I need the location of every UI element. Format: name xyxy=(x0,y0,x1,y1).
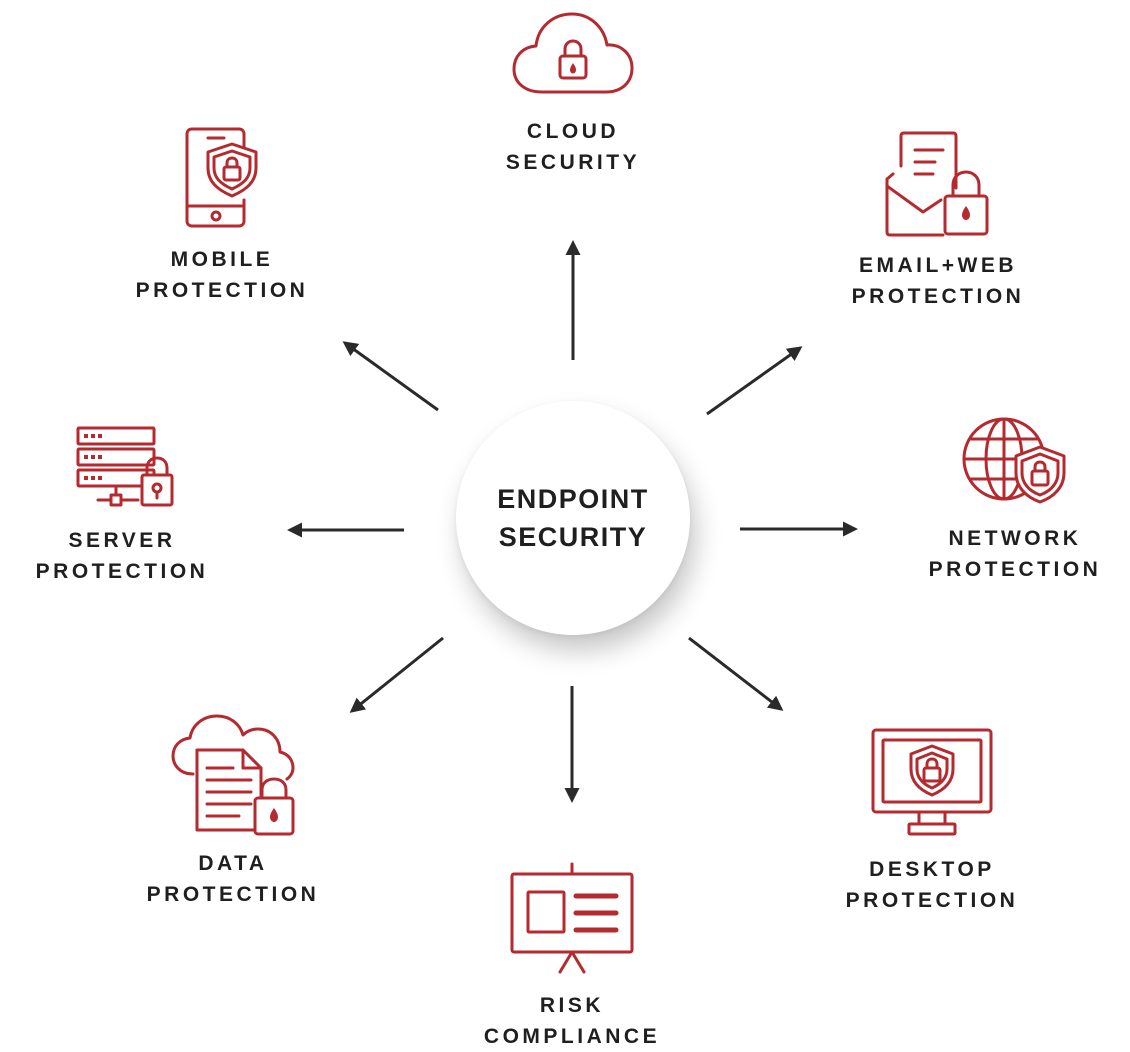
presentation-board-icon xyxy=(510,862,634,974)
arrow-to-mobile xyxy=(342,341,439,412)
email-lock-icon xyxy=(885,131,989,237)
node-label: NETWORK PROTECTION xyxy=(928,527,1102,581)
node-mobile-protection: MOBILE PROTECTION xyxy=(112,126,332,306)
center-hub: ENDPOINT SECURITY xyxy=(456,401,690,635)
arrow-to-data xyxy=(349,636,444,713)
phone-shield-icon xyxy=(185,127,258,228)
node-data-protection: DATA PROTECTION xyxy=(120,712,346,910)
node-label: SERVER PROTECTION xyxy=(35,529,209,583)
node-label: RISK COMPLIANCE xyxy=(483,994,661,1048)
arrow-to-email xyxy=(706,346,803,416)
node-risk-compliance: RISK COMPLIANCE xyxy=(462,862,682,1052)
node-desktop-protection: DESKTOP PROTECTION xyxy=(822,726,1042,916)
monitor-shield-icon xyxy=(871,728,993,836)
node-label: CLOUD SECURITY xyxy=(505,120,641,174)
cloud-document-lock-icon xyxy=(171,714,295,836)
node-label: DESKTOP PROTECTION xyxy=(845,858,1019,912)
node-label: MOBILE PROTECTION xyxy=(135,248,309,302)
node-network-protection: NETWORK PROTECTION xyxy=(910,415,1120,585)
node-cloud-security: CLOUD SECURITY xyxy=(473,10,673,178)
node-label: EMAIL+WEB PROTECTION xyxy=(851,254,1025,308)
node-email-web-protection: EMAIL+WEB PROTECTION xyxy=(818,130,1058,312)
server-lock-icon xyxy=(76,426,174,507)
node-server-protection: SERVER PROTECTION xyxy=(12,425,232,587)
arrow-to-desktop xyxy=(688,636,784,711)
cloud-lock-icon xyxy=(512,12,634,94)
globe-shield-icon xyxy=(962,417,1066,504)
center-title: ENDPOINT SECURITY xyxy=(497,484,649,552)
node-label: DATA PROTECTION xyxy=(146,852,320,906)
